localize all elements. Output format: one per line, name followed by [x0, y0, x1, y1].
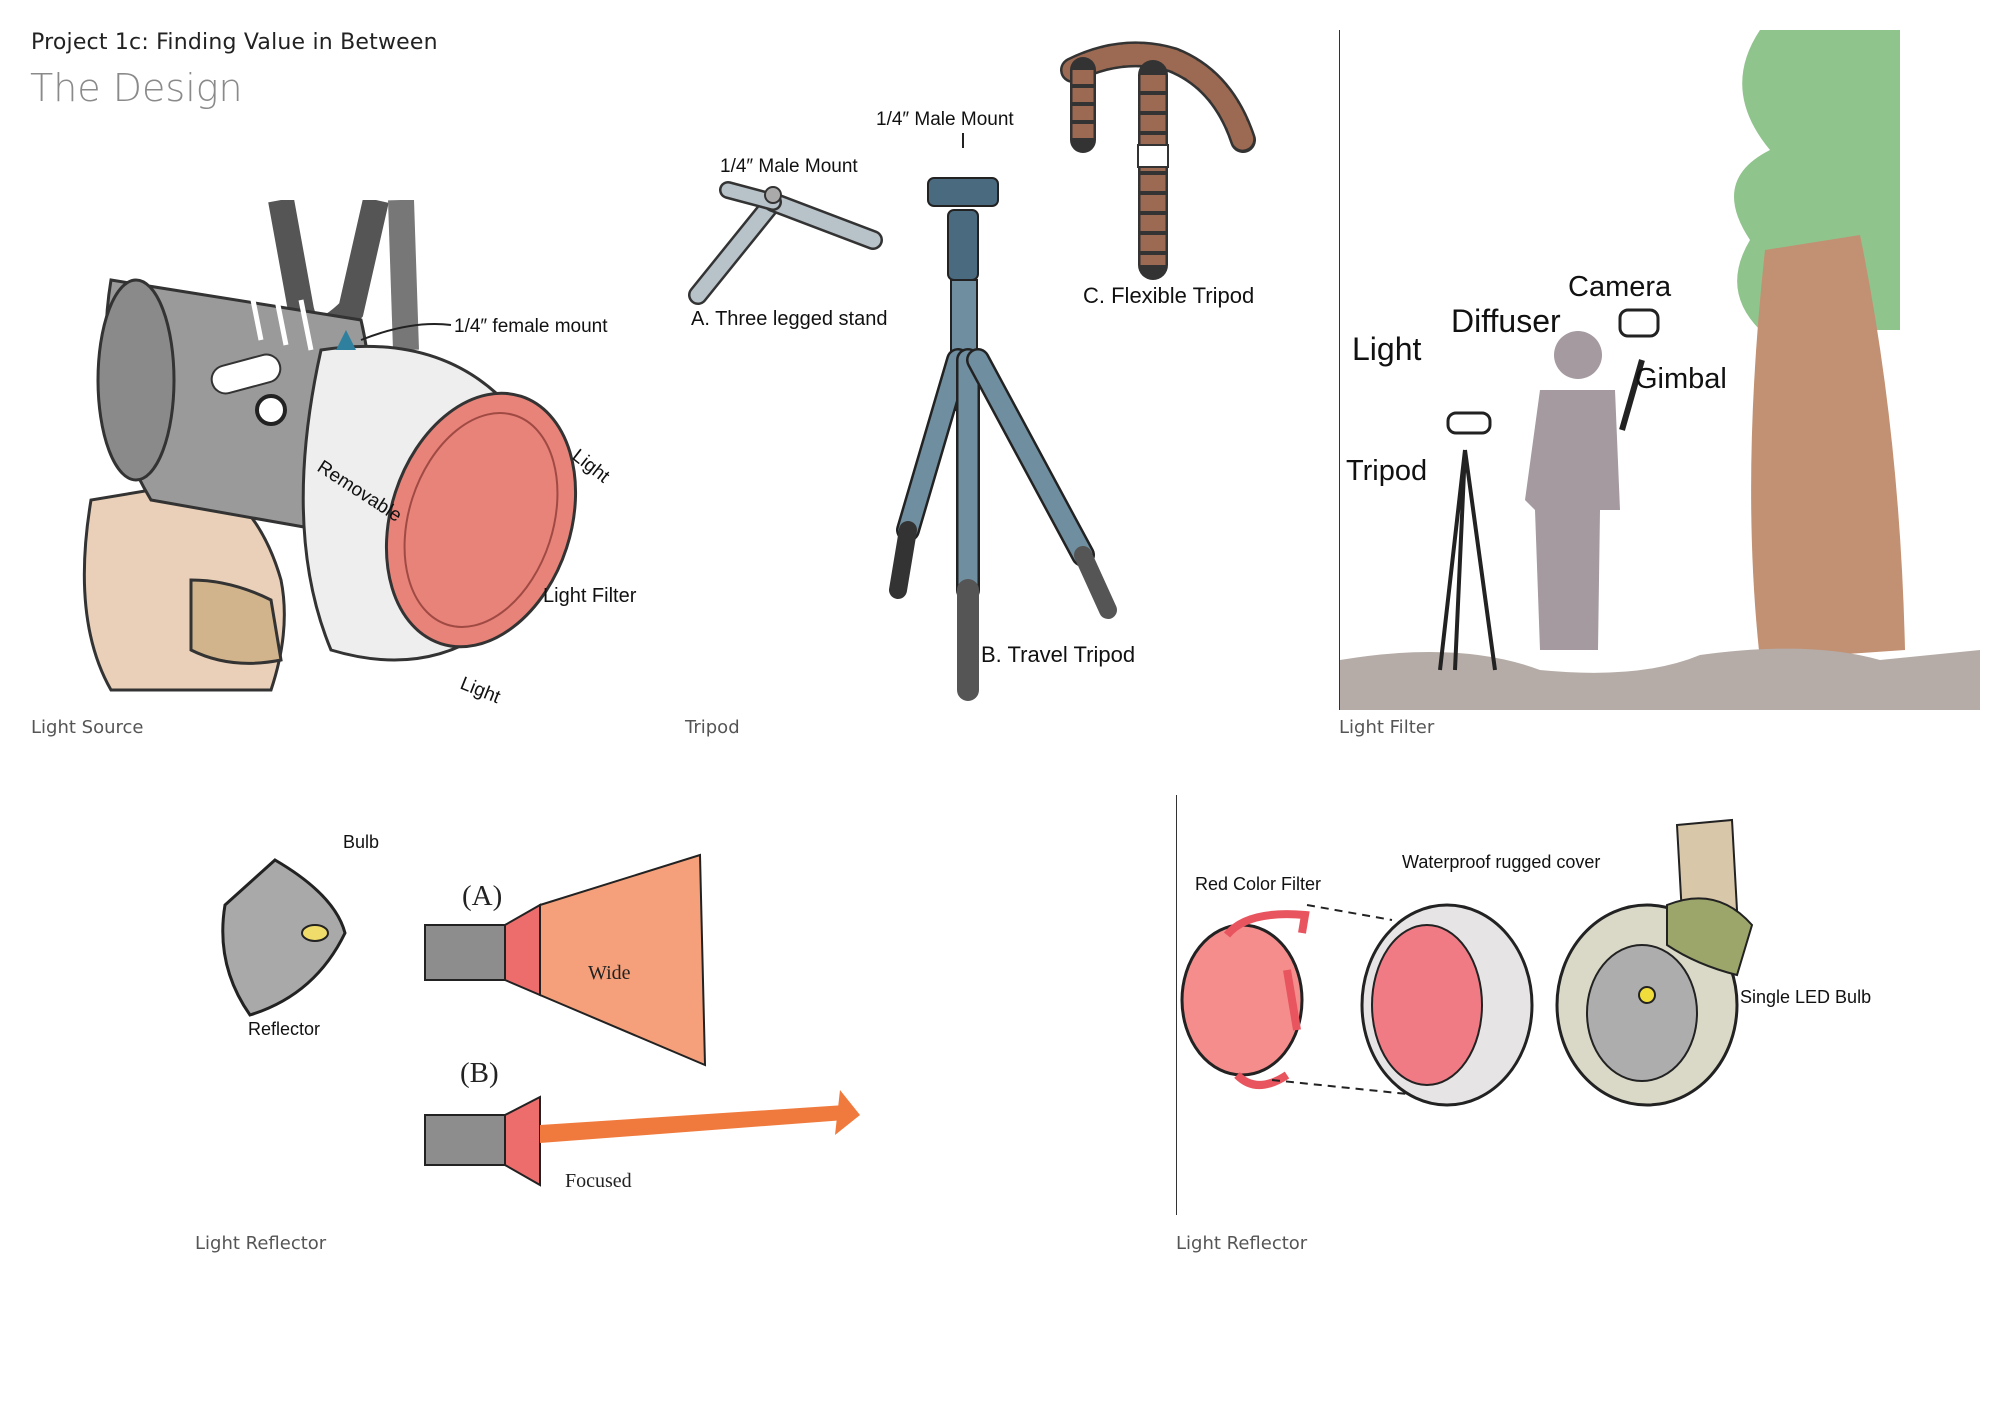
- label-male-mount-b: 1/4″ Male Mount: [876, 109, 1014, 130]
- caption-tripod: Tripod: [685, 717, 740, 738]
- section-title: The Design: [30, 66, 243, 110]
- label-bulb: Bulb: [343, 832, 379, 852]
- caption-light-filter: Light Filter: [1339, 717, 1435, 738]
- label-waterproof-cover: Waterproof rugged cover: [1402, 852, 1600, 872]
- label-single-led-bulb: Single LED Bulb: [1740, 987, 1871, 1007]
- caption-light-source: Light Source: [31, 717, 144, 738]
- label-light-filter: Light Filter: [543, 585, 637, 607]
- label-wide: Wide: [588, 962, 631, 984]
- label-travel-tripod: B. Travel Tripod: [981, 642, 1135, 667]
- label-camera: Camera: [1568, 271, 1672, 303]
- caption-light-reflector-right: Light Reflector: [1176, 1233, 1308, 1254]
- label-option-b: (B): [460, 1057, 499, 1089]
- label-three-legged-stand: A. Three legged stand: [691, 308, 887, 330]
- caption-light-reflector-left: Light Reflector: [195, 1233, 327, 1254]
- project-title: Project 1c: Finding Value in Between: [31, 30, 438, 55]
- label-red-color-filter: Red Color Filter: [1195, 874, 1321, 894]
- label-option-a: (A): [462, 880, 502, 912]
- label-light: Light: [1352, 331, 1422, 367]
- label-diffuser: Diffuser: [1451, 303, 1561, 339]
- light-filter-drawing: Light Diffuser Camera Gimbal Tripod: [1340, 30, 1980, 710]
- label-gimbal: Gimbal: [1635, 363, 1727, 395]
- label-female-mount: 1/4″ female mount: [454, 316, 608, 337]
- reflector-beam-drawing: Bulb Reflector (A) Wide (B) Focused: [221, 832, 860, 1192]
- light-source-drawing: 1/4″ female mount Removable Light Light …: [82, 200, 637, 708]
- light-reflector-sketch-left: Bulb Reflector (A) Wide (B) Focused: [195, 815, 915, 1215]
- light-source-sketch: 1/4″ female mount Removable Light Light …: [31, 200, 671, 710]
- label-focused: Focused: [565, 1170, 632, 1192]
- label-reflector: Reflector: [248, 1019, 320, 1039]
- label-flexible-tripod: C. Flexible Tripod: [1083, 283, 1254, 308]
- tripod-drawing: 1/4″ Male Mount A. Three legged stand 1/…: [688, 41, 1256, 701]
- reflector-exploded-drawing: Red Color Filter Waterproof rugged cover…: [1180, 818, 1871, 1107]
- label-tripod: Tripod: [1346, 455, 1427, 487]
- tripod-sketch: 1/4″ Male Mount A. Three legged stand 1/…: [683, 30, 1323, 710]
- light-reflector-sketch-right: Red Color Filter Waterproof rugged cover…: [1176, 795, 1897, 1215]
- label-male-mount-a: 1/4″ Male Mount: [720, 156, 858, 177]
- light-filter-scene: Light Diffuser Camera Gimbal Tripod: [1339, 30, 1980, 710]
- label-light-bottom: Light: [457, 673, 504, 708]
